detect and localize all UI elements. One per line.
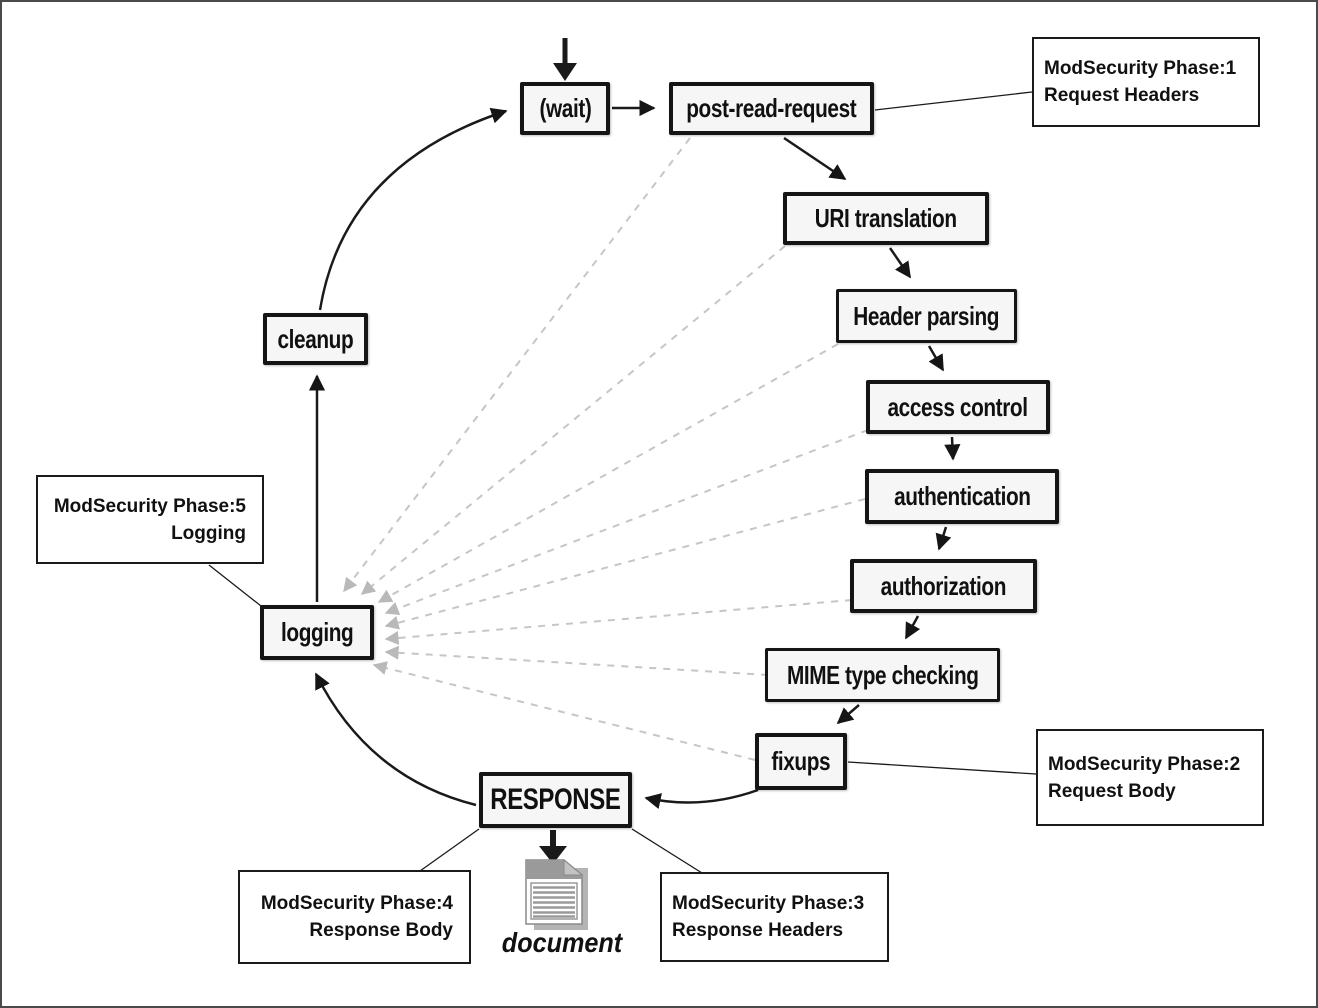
callout-modsecurity-phase5: ModSecurity Phase:5 Logging [36, 475, 264, 564]
node-access-control-label: access control [887, 391, 1029, 422]
node-response-label: RESPONSE [490, 783, 621, 816]
arrow-cleanup-to-wait [318, 107, 508, 311]
dashed-header-parsing-to-logging [377, 343, 839, 603]
node-cleanup-label: cleanup [277, 323, 354, 354]
arrow-header-parsing-to-access [927, 345, 945, 372]
node-authentication-label: authentication [893, 481, 1031, 511]
document-icon [525, 858, 588, 930]
phase2-line1: ModSecurity Phase:2 [1048, 753, 1241, 775]
phase4-line2: Response Body [309, 920, 453, 941]
dashed-mime-checking-to-logging [384, 645, 769, 676]
callout-modsecurity-phase2: ModSecurity Phase:2 Request Body [1036, 729, 1264, 826]
dashed-post-read-to-logging [343, 137, 691, 593]
phase5-line1: ModSecurity Phase:5 [53, 495, 246, 517]
callout-modsecurity-phase4: ModSecurity Phase:4 Response Body [238, 870, 471, 964]
node-response: RESPONSE [479, 772, 632, 828]
callout-modsecurity-phase3: ModSecurity Phase:3 Response Headers [660, 872, 889, 962]
phase2-line2: Request Body [1048, 780, 1176, 802]
node-uri-translation: URI translation [783, 192, 989, 245]
dashed-authorization-to-logging [384, 599, 853, 645]
dashed-fixups-to-logging [372, 661, 756, 761]
dashed-authentication-to-logging [384, 498, 866, 630]
document-label: document [501, 927, 623, 958]
node-authorization: authorization [850, 559, 1037, 613]
node-uri-translation-label: URI translation [815, 203, 957, 233]
arrow-authentication-to-authorization [935, 526, 952, 551]
node-authentication: authentication [865, 469, 1059, 524]
dashed-access-control-to-logging [384, 429, 869, 616]
node-cleanup: cleanup [263, 313, 368, 365]
incoming-request-arrow [553, 38, 577, 81]
node-wait: (wait) [520, 82, 610, 135]
callout-modsecurity-phase1: ModSecurity Phase:1 Request Headers [1032, 37, 1260, 127]
node-wait-label: (wait) [539, 93, 591, 123]
arrow-fixups-to-response [644, 788, 759, 810]
node-mime-type-checking: MIME type checking [765, 648, 1000, 702]
node-logging: logging [260, 605, 374, 660]
connector-fixups-to-phase2 [847, 761, 1037, 775]
node-post-read-request: post-read-request [669, 82, 874, 135]
arrow-access-to-authentication [944, 436, 961, 461]
node-logging-label: logging [280, 617, 354, 647]
node-access-control: access control [866, 380, 1050, 434]
connector-response-to-phase4 [419, 828, 480, 872]
phase4-line1: ModSecurity Phase:4 [260, 893, 453, 914]
node-mime-type-checking-label: MIME type checking [786, 659, 979, 690]
arrow-post-read-to-uri [783, 136, 847, 181]
phase5-line2: Logging [171, 522, 246, 544]
connector-response-to-phase3 [631, 828, 703, 874]
node-fixups-label: fixups [771, 746, 831, 776]
phase3-line1: ModSecurity Phase:3 [672, 893, 865, 914]
node-header-parsing: Header parsing [836, 289, 1017, 343]
arrow-uri-to-header-parsing [888, 247, 912, 279]
node-header-parsing-label: Header parsing [853, 300, 1000, 331]
arrow-response-to-logging [314, 672, 477, 807]
node-authorization-label: authorization [880, 570, 1007, 601]
phase1-line1: ModSecurity Phase:1 [1044, 58, 1237, 79]
connector-phase5-to-logging [208, 564, 262, 607]
phase3-line2: Response Headers [672, 920, 844, 941]
node-fixups: fixups [755, 733, 847, 790]
arrow-mime-to-fixups [836, 704, 860, 725]
dashed-uri-translation-to-logging [360, 245, 786, 595]
arrow-authorization-to-mime [904, 615, 921, 640]
connector-post-read-to-phase1 [874, 91, 1033, 111]
node-post-read-request-label: post-read-request [686, 93, 857, 123]
phase1-line2: Request Headers [1044, 85, 1200, 106]
